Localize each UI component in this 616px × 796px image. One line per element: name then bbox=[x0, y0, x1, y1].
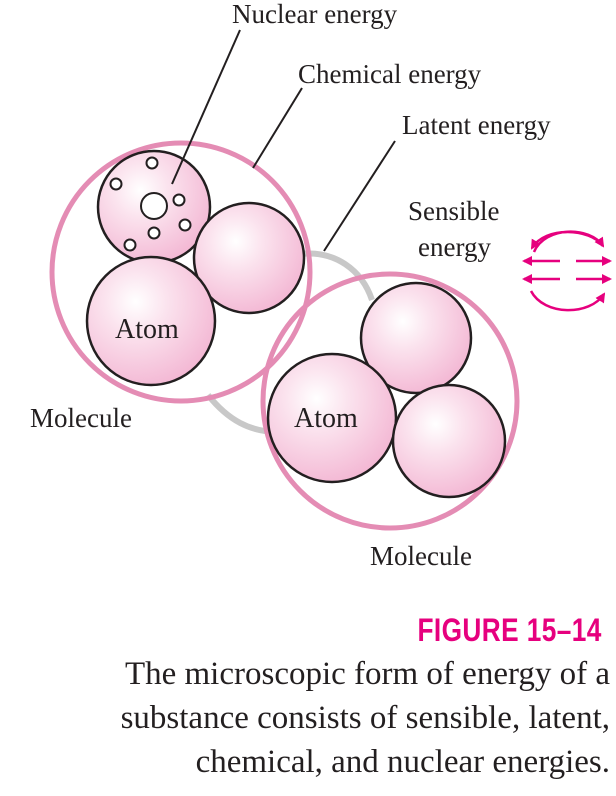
figure-caption: The microscopic form of energy of a subs… bbox=[120, 656, 610, 780]
latent-energy-label: Latent energy bbox=[402, 110, 551, 140]
atom-lower-left-molecule bbox=[85, 255, 217, 387]
molecule-left-label: Molecule bbox=[30, 403, 132, 433]
electron-dots bbox=[109, 156, 192, 252]
nuclear-leader-line bbox=[171, 29, 241, 185]
energy-diagram: Nuclear energy Chemical energy Latent en… bbox=[30, 0, 612, 571]
latent-leader-line bbox=[323, 140, 396, 252]
arrow-arc-bottom bbox=[529, 290, 606, 312]
molecule-right-outline bbox=[260, 271, 520, 531]
nucleus-core bbox=[140, 192, 168, 220]
sensible-energy-arrows bbox=[522, 230, 612, 312]
atom-lower-right-molecule bbox=[391, 383, 507, 499]
sensible-energy-label-line1: Sensible bbox=[408, 196, 500, 226]
arrow-arc-top-reverse bbox=[530, 230, 605, 250]
atom-upper-right-left-molecule bbox=[192, 201, 306, 315]
molecule-left-outline bbox=[49, 140, 313, 404]
chemical-leader-line bbox=[252, 87, 303, 169]
chemical-energy-label: Chemical energy bbox=[298, 59, 482, 89]
atom-right-label: Atom bbox=[294, 403, 358, 434]
atom-top-right-molecule bbox=[359, 281, 473, 395]
sensible-energy-label-line2: energy bbox=[418, 232, 491, 262]
arrow-arc-top bbox=[532, 230, 605, 253]
atom-left-label: Atom bbox=[115, 314, 179, 345]
nuclear-energy-label: Nuclear energy bbox=[232, 0, 398, 29]
atom-left-right-molecule bbox=[266, 352, 398, 484]
figure-number: FIGURE 15–14 bbox=[417, 612, 602, 648]
molecule-right-label: Molecule bbox=[370, 541, 472, 571]
